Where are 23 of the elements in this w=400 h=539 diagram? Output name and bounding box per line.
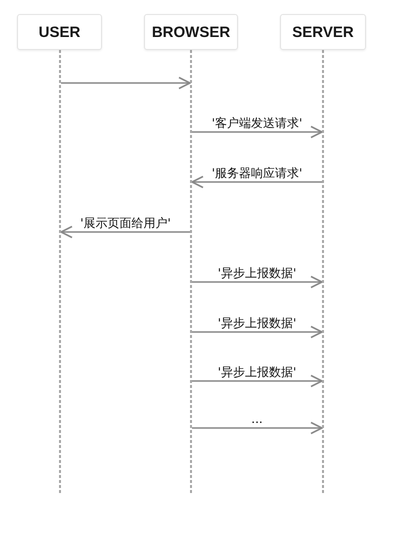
participant-label: USER [38,24,80,40]
message-label: '展示页面给用户' [79,216,172,230]
message-label: '服务器响应请求' [210,166,304,180]
lifeline [59,50,61,493]
participant-label: BROWSER [152,24,230,40]
lifeline [190,50,192,493]
participant-label: SERVER [292,24,354,40]
message-arrow [192,126,323,138]
message-arrow [192,374,323,388]
message-label: '客户端发送请求' [210,116,304,130]
participant-box [280,14,366,50]
message-label: '异步上报数据' [216,266,298,280]
message-arrow [192,276,323,288]
message-arrow [192,326,323,338]
message-arrow [61,76,191,90]
message-label: '异步上报数据' [216,365,298,379]
message-arrow [191,176,322,188]
message-arrow [192,422,323,434]
lifeline [322,50,324,493]
participant-box [144,14,238,50]
message-arrow [60,226,190,238]
message-label: '异步上报数据' [216,316,298,330]
participant-box [17,14,102,50]
